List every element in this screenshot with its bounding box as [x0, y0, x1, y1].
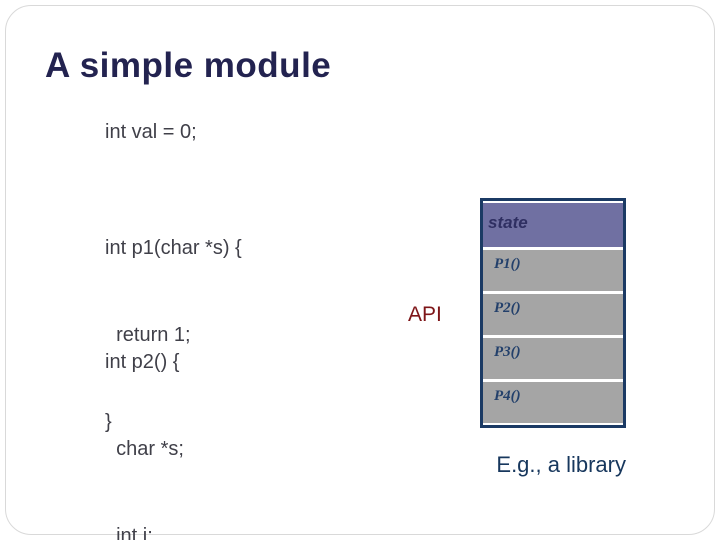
code-line: }	[105, 411, 112, 433]
code-line: return 1;	[105, 324, 191, 346]
api-label: API	[408, 303, 442, 326]
module-state-header: state	[483, 203, 623, 247]
code-line: int p2() {	[105, 351, 180, 373]
code-block-p2: int p2() { char *s; int i; s = "hello\n"…	[105, 290, 228, 540]
code-block-p1: int p1(char *s) { return 1; }	[105, 176, 242, 495]
page-title: A simple module	[45, 46, 332, 85]
code-line-val: int val = 0;	[105, 121, 197, 143]
code-line: char *s;	[105, 438, 184, 460]
caption-library: E.g., a library	[496, 452, 626, 477]
module-row-p1: P1()	[483, 250, 623, 291]
module-row-p2: P2()	[483, 294, 623, 335]
module-row-p4: P4()	[483, 382, 623, 423]
module-box: state P1() P2() P3() P4()	[480, 198, 626, 428]
module-row-p3: P3()	[483, 338, 623, 379]
code-line: int i;	[105, 525, 153, 540]
code-line: int p1(char *s) {	[105, 237, 242, 259]
